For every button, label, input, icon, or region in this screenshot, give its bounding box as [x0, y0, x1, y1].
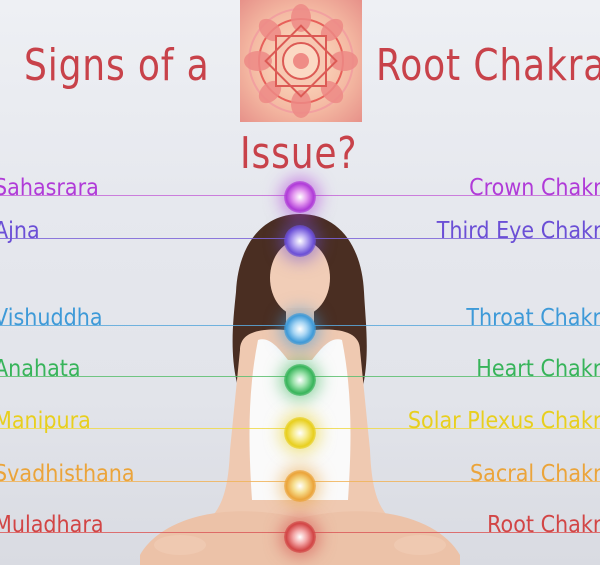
- chakra-sanskrit-label: Muladhara: [0, 512, 104, 538]
- chakra-english-label: Throat Chakra: [466, 305, 600, 331]
- title-part-1: Signs of a: [24, 40, 210, 91]
- root-chakra-orb-icon: [284, 521, 316, 553]
- root-chakra-mandala-image: [240, 0, 362, 122]
- chakra-sanskrit-label: Anahata: [0, 356, 81, 382]
- chakra-row-third-eye: Ajna Third Eye Chakra: [0, 218, 600, 248]
- sacral-chakra-orb-icon: [284, 470, 316, 502]
- title-part-3: Issue?: [240, 128, 358, 179]
- chakra-sanskrit-label: Sahasrara: [0, 175, 99, 201]
- chakra-english-label: Heart Chakra: [476, 356, 600, 382]
- chakra-sanskrit-label: Svadhisthana: [0, 461, 135, 487]
- chakra-row-crown: Sahasrara Crown Chakra: [0, 175, 600, 205]
- chakra-english-label: Solar Plexus Chakra: [407, 408, 600, 434]
- chakra-sanskrit-label: Ajna: [0, 218, 40, 244]
- throat-chakra-orb-icon: [284, 313, 316, 345]
- chakra-english-label: Third Eye Chakra: [436, 218, 600, 244]
- crown-chakra-orb-icon: [284, 181, 316, 213]
- chakra-english-label: Sacral Chakra: [469, 461, 600, 487]
- third-eye-chakra-orb-icon: [284, 225, 316, 257]
- chakra-sanskrit-label: Manipura: [0, 408, 91, 434]
- heart-chakra-orb-icon: [284, 364, 316, 396]
- chakra-english-label: Root Chakra: [487, 512, 600, 538]
- title-part-2: Root Chakra: [376, 40, 600, 91]
- chakra-english-label: Crown Chakra: [468, 175, 600, 201]
- chakra-sanskrit-label: Vishuddha: [0, 305, 103, 331]
- solar-plexus-chakra-orb-icon: [284, 417, 316, 449]
